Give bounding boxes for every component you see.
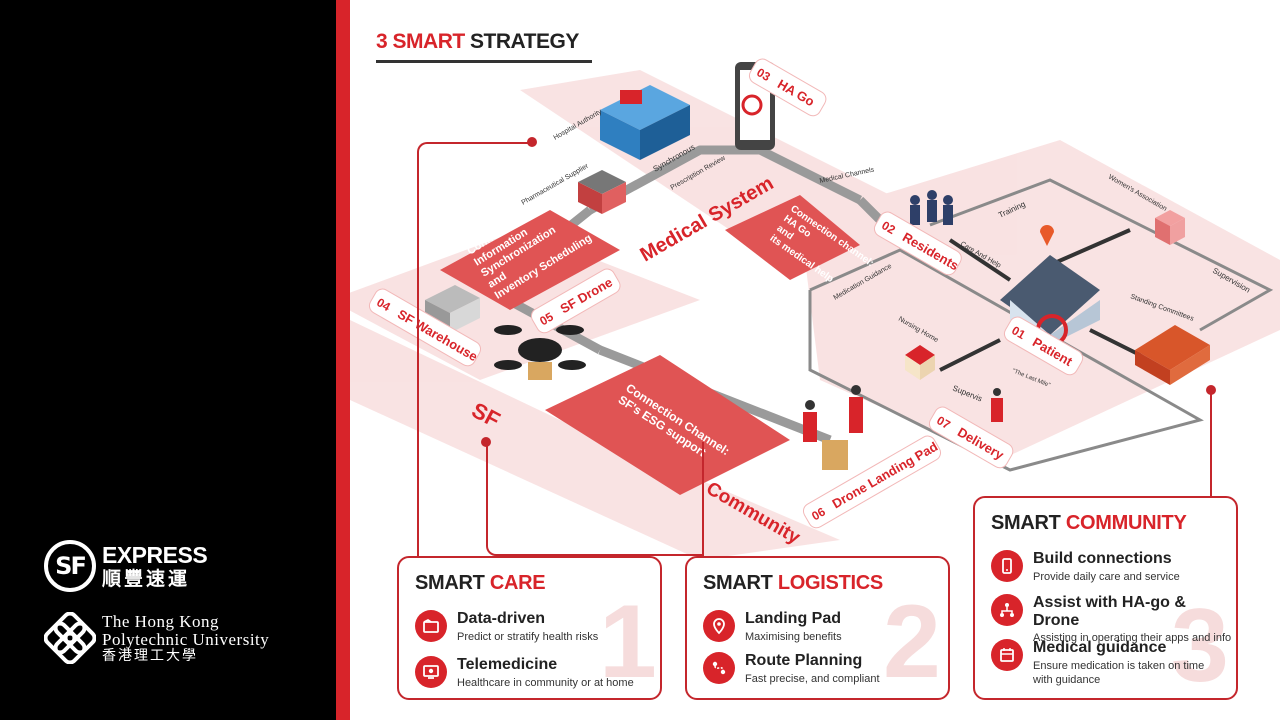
- care-item-telemedicine: Telemedicine Healthcare in community or …: [415, 656, 634, 690]
- community-item-3-sub: Ensure medication is taken on time: [1033, 659, 1205, 672]
- smart-care-title: SMART CARE: [415, 572, 546, 594]
- womens-association-building-icon: [1155, 210, 1185, 245]
- calendar-icon: [991, 639, 1023, 671]
- connector-care: [417, 142, 534, 556]
- hospital-icon: [600, 85, 690, 160]
- community-item-2-head: Assist with HA-go & Drone: [1033, 594, 1186, 629]
- logistics-item-1-head: Landing Pad: [745, 610, 841, 627]
- smart-logistics-number: 2: [883, 584, 941, 700]
- nursing-home-icon: [905, 345, 935, 380]
- residents-group-icon: [910, 190, 953, 225]
- care-item-2-head: Telemedicine: [457, 656, 558, 673]
- connector-community-dot: [1206, 385, 1216, 395]
- channel-info-tile: [440, 210, 620, 310]
- svg-text:03: 03: [754, 65, 773, 84]
- connector-logistics-dot: [481, 437, 491, 447]
- community-item-assist: Assist with HA-go & Drone Assisting in o…: [991, 594, 1236, 645]
- strategy-slide: Connection Channel: Information Synchron…: [350, 0, 1280, 720]
- care-item-1-head: Data-driven: [457, 610, 546, 627]
- node-06: 06 Drone Landing Pad: [802, 435, 942, 529]
- logistics-item-1-sub: Maximising benefits: [745, 630, 842, 643]
- node-02: 02 Residents: [873, 211, 962, 276]
- smart-logistics-card: 2 SMART LOGISTICS Landing Pad Maximising…: [685, 556, 950, 700]
- phone-connection-icon: [991, 550, 1023, 582]
- connector-community: [1210, 392, 1212, 496]
- polyu-name-zh: 香港理工大學: [102, 647, 198, 664]
- care-item-data-driven: Data-driven Predict or stratify health r…: [415, 610, 598, 644]
- standing-committee-building-icon: [1135, 325, 1210, 385]
- community-arrows: [939, 228, 1141, 372]
- logistics-item-2-sub: Fast precise, and compliant: [745, 672, 880, 685]
- community-item-medical-guidance: Medical guidance Ensure medication is ta…: [991, 639, 1204, 687]
- smart-community-number: 3: [1171, 588, 1229, 700]
- connector-care-dot: [527, 137, 537, 147]
- sf-express-logo: SF EXPRESS 順豐速運: [44, 540, 208, 592]
- sf-logo-zh: 順豐速運: [102, 568, 191, 590]
- care-item-1-sub: Predict or stratify health risks: [457, 630, 599, 643]
- polyu-name-line2: Polytechnic University: [102, 629, 270, 649]
- node-03: 03 HA Go: [748, 58, 827, 117]
- location-pin-icon: [1040, 225, 1054, 246]
- telemedicine-icon: [415, 656, 447, 688]
- logistics-item-route-planning: Route Planning Fast precise, and complia…: [703, 652, 880, 686]
- smart-care-number: 1: [599, 584, 657, 700]
- polyu-logo: The Hong Kong Polytechnic University 香港理…: [44, 612, 269, 664]
- brand-panel: SF EXPRESS 順豐速運 The Hong Kong Polytechni…: [0, 0, 336, 720]
- svg-text:06: 06: [809, 504, 828, 523]
- drone-icon: [494, 325, 586, 380]
- smart-care-card: 1 SMART CARE Data-driven Predict or stra…: [397, 556, 662, 700]
- svg-text:01: 01: [1009, 323, 1028, 342]
- smart-community-card: 3 SMART COMMUNITY Build connections Prov…: [973, 496, 1238, 700]
- community-item-2-sub: Assisting in operating their apps and in…: [1033, 632, 1232, 645]
- svg-text:05: 05: [537, 309, 556, 328]
- care-item-2-sub: Healthcare in community or at home: [457, 676, 634, 689]
- title-underline: [376, 60, 592, 63]
- slide-title: 3 SMART STRATEGY: [376, 30, 579, 53]
- pharmacy-building-icon: [578, 170, 626, 214]
- polyu-emblem-icon: [44, 612, 96, 664]
- community-item-build-connections: Build connections Provide daily care and…: [991, 550, 1180, 584]
- route-icon: [703, 652, 735, 684]
- sf-logo-mark: SF: [44, 540, 96, 592]
- road-top: [587, 145, 863, 214]
- smart-logistics-title: SMART LOGISTICS: [703, 572, 883, 594]
- svg-text:02: 02: [879, 218, 898, 237]
- delivery-workers-icon: [803, 385, 1003, 470]
- smart-community-title: SMART COMMUNITY: [991, 512, 1187, 534]
- connector-logistics: [486, 442, 704, 556]
- red-divider: [336, 0, 350, 720]
- community-item-1-head: Build connections: [1033, 550, 1172, 567]
- map-pin-icon: [703, 610, 735, 642]
- sf-logo-en: EXPRESS: [102, 541, 208, 568]
- logistics-item-landing-pad: Landing Pad Maximising benefits: [703, 610, 842, 644]
- channel-hago-tile: [725, 195, 860, 280]
- folder-data-icon: [415, 610, 447, 642]
- logistics-item-2-head: Route Planning: [745, 652, 863, 669]
- svg-text:07: 07: [934, 413, 953, 432]
- network-icon: [991, 594, 1023, 626]
- isometric-map: Connection Channel: Information Synchron…: [350, 58, 1280, 560]
- community-item-3-head: Medical guidance: [1033, 639, 1167, 656]
- community-item-3-sub2: with guidance: [1033, 673, 1101, 686]
- channel-esg-tile: [545, 355, 790, 495]
- svg-text:04: 04: [374, 295, 393, 314]
- polyu-name-line1: The Hong Kong: [102, 611, 219, 631]
- community-item-1-sub: Provide daily care and service: [1033, 570, 1180, 583]
